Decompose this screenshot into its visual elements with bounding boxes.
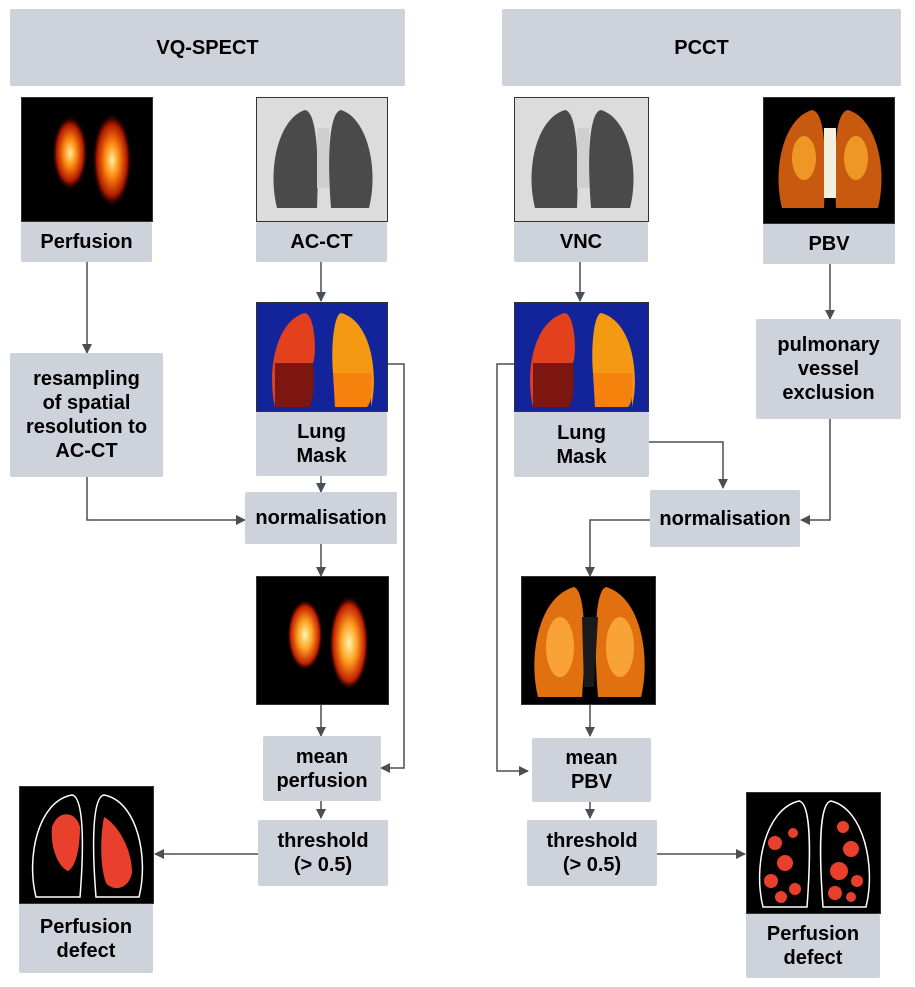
normalisation-right-box: normalisation [650,490,800,547]
lung-mask-right-image [514,302,649,412]
arrow-resampling-to-normalisation [86,477,246,525]
lung-mask-left-label: Lung Mask [256,412,387,476]
perfusion-defect-left-image [19,786,154,904]
arrow-normalisation-to-pbvmap [585,519,650,577]
perfusion-defect-left-label: Perfusion defect [19,904,153,973]
perfusion-spect-image [21,97,153,222]
arrow-lungmask-to-meanpbv [496,363,529,776]
vessel-exclusion-box: pulmonary vessel exclusion [756,319,901,419]
normalised-perfusion-image [256,576,389,705]
arrow-lungmask-to-normalisation-right [649,441,728,489]
normalisation-left-box: normalisation [245,492,397,544]
perfusion-defect-right-label: Perfusion defect [746,914,880,978]
arrow-vesselexclusion-to-normalisation [800,419,831,525]
perfusion-defect-right-image [746,792,881,914]
pbv-image [763,97,895,224]
pcct-header: PCCT [502,9,901,86]
vnc-label: VNC [514,222,648,262]
mean-perfusion-box: mean perfusion [263,736,381,801]
threshold-left-box: threshold (> 0.5) [258,820,388,886]
threshold-right-box: threshold (> 0.5) [527,820,657,886]
perfusion-label: Perfusion [21,222,152,262]
mean-pbv-box: mean PBV [532,738,651,802]
ac-ct-image [256,97,388,222]
arrow-lungmask-to-meanperfusion [380,363,405,773]
lung-mask-right-label: Lung Mask [514,412,649,477]
ac-ct-label: AC-CT [256,222,387,262]
normalised-pbv-image [521,576,656,705]
vnc-image [514,97,649,222]
lung-mask-left-image [256,302,388,412]
pbv-label: PBV [763,224,895,264]
vq-spect-header: VQ-SPECT [10,9,405,86]
resampling-box: resampling of spatial resolution to AC-C… [10,353,163,477]
